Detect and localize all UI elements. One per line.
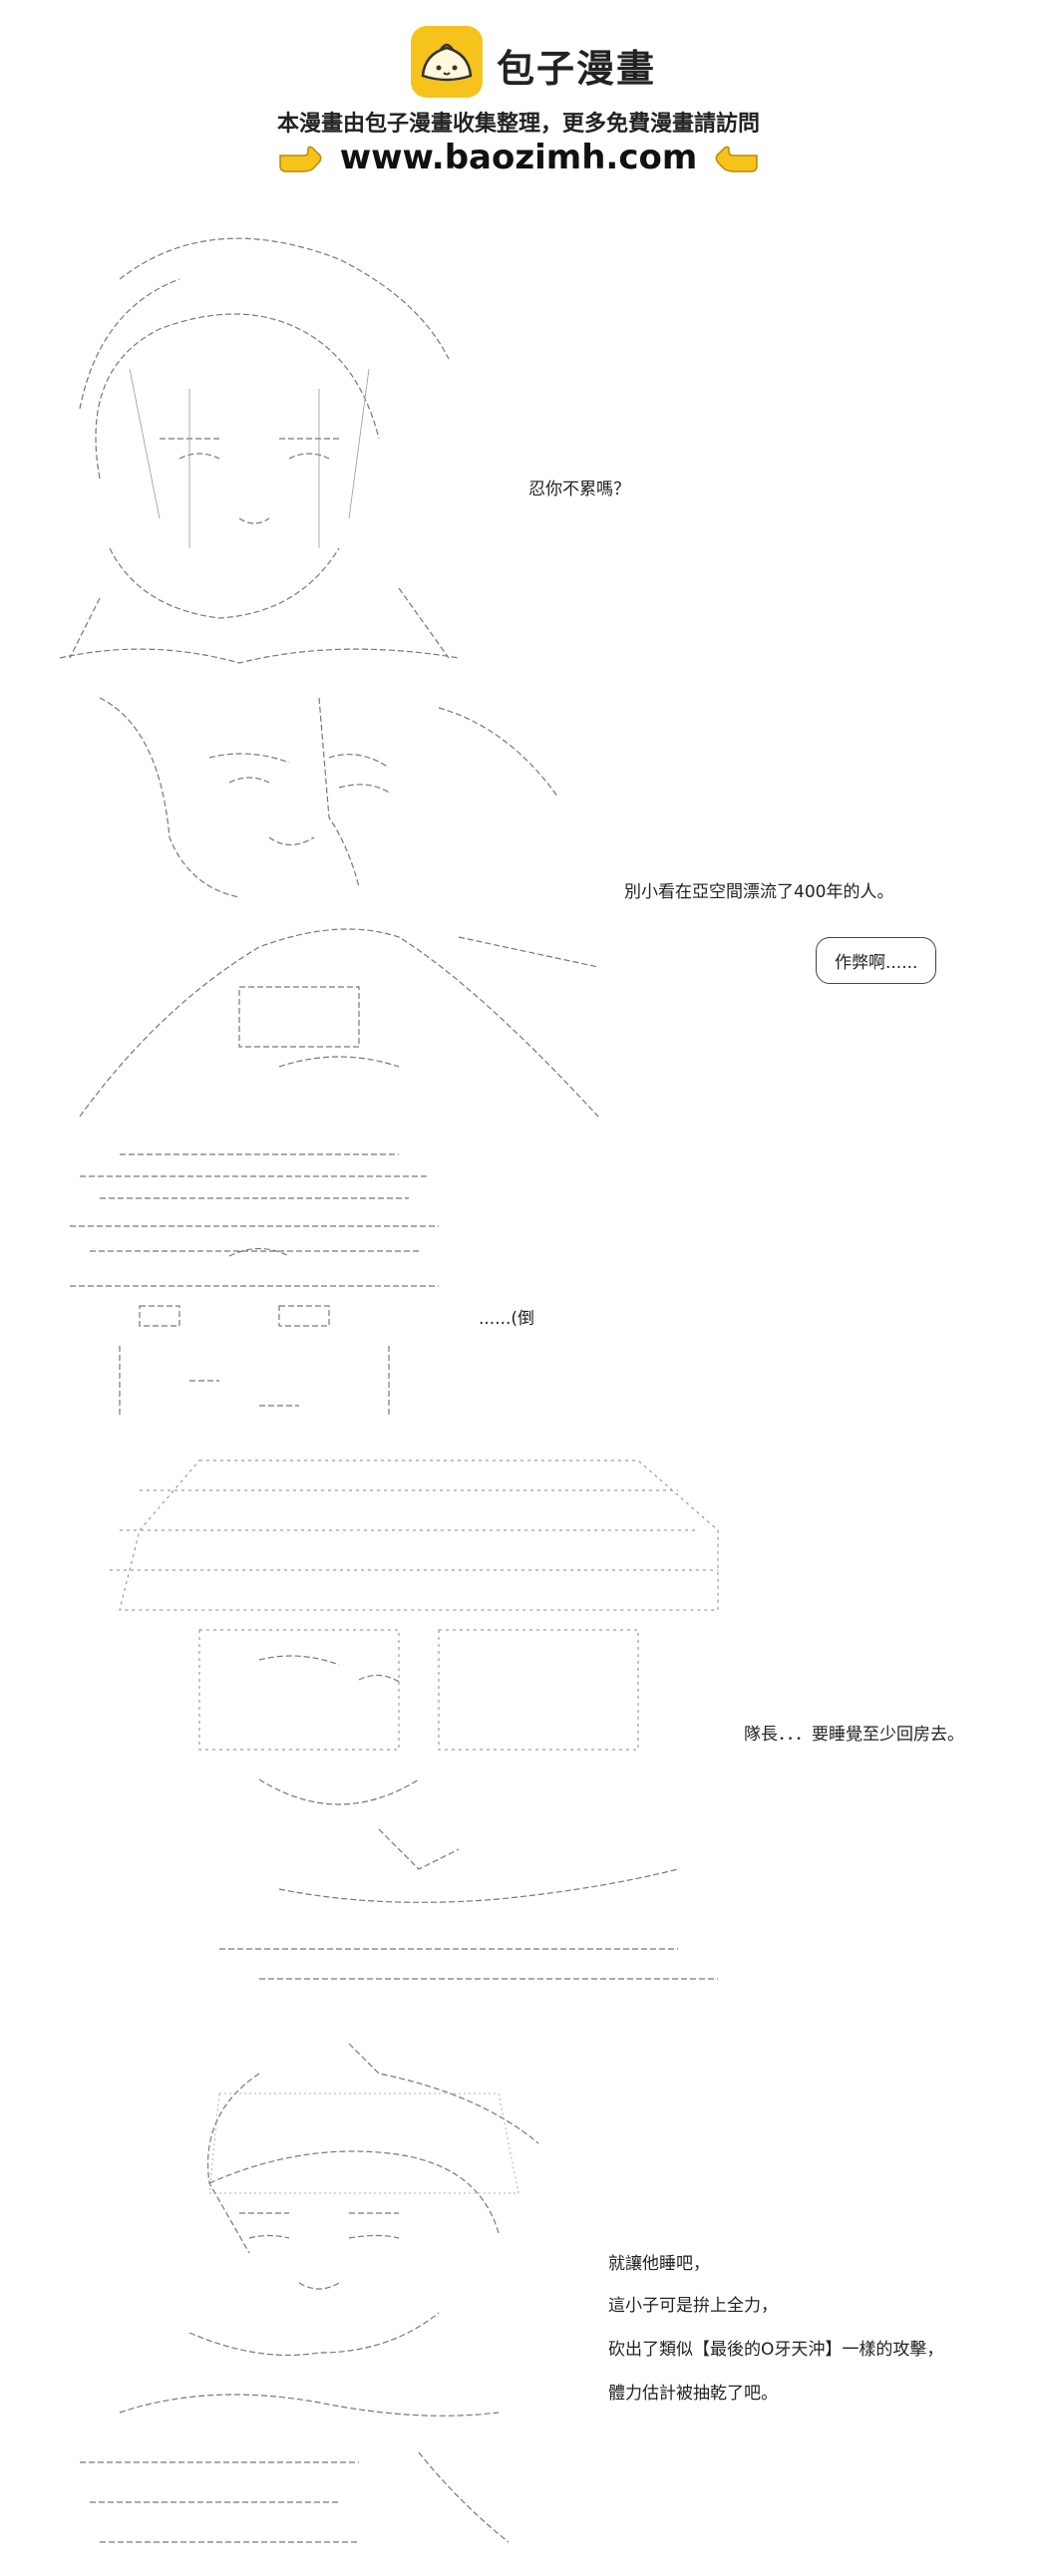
comic-panel-3: ......(倒 bbox=[0, 1136, 1037, 1436]
dialogue-line: 體力估計被抽乾了吧。 bbox=[608, 2384, 778, 2404]
brand-name: 包子漫畫 bbox=[497, 47, 657, 91]
url-row: www.baozimh.com bbox=[0, 136, 1037, 179]
speech-bubble: 作弊啊...... bbox=[816, 937, 937, 984]
bun-face-icon bbox=[411, 26, 483, 98]
site-header: 包子漫畫 本漫畫由包子漫畫收集整理，更多免費漫畫請訪問 www.baozimh.… bbox=[0, 0, 1037, 189]
comic-panel-2: 別小看在亞空間漂流了400年的人。 作弊啊...... bbox=[0, 688, 1037, 1127]
comic-panel-5: 就讓他睡吧， 這小子可是拚上全力， 砍出了類似【最後的Ο牙天沖】一樣的攻擊， 體… bbox=[0, 2024, 1037, 2576]
pointing-hand-icon bbox=[278, 146, 322, 172]
dialogue-line: 隊長．．．要睡覺至少回房去。 bbox=[744, 1725, 964, 1745]
dialogue-line: 這小子可是拚上全力， bbox=[608, 2296, 778, 2316]
ascii-art-character bbox=[60, 1146, 459, 1436]
dialogue-line: 就讓他睡吧， bbox=[608, 2254, 710, 2274]
ascii-art-character bbox=[40, 219, 479, 678]
ascii-art-character bbox=[40, 688, 658, 1127]
comic-panel-1: 忍你不累嗎？ bbox=[0, 199, 1037, 678]
dialogue-line: 砍出了類似【最後的Ο牙天沖】一樣的攻擊， bbox=[608, 2340, 944, 2360]
site-tagline: 本漫畫由包子漫畫收集整理，更多免費漫畫請訪問 bbox=[276, 112, 760, 137]
site-url-link[interactable]: www.baozimh.com bbox=[339, 138, 698, 177]
ascii-art-character bbox=[60, 2034, 578, 2572]
dialogue-line: ......(倒 bbox=[479, 1309, 535, 1329]
comic-panel-4: 隊長．．．要睡覺至少回房去。 bbox=[0, 1450, 1037, 2009]
dialogue-line: 別小看在亞空間漂流了400年的人。 bbox=[624, 882, 894, 902]
pointing-hand-icon bbox=[715, 146, 759, 172]
dialogue-line: 忍你不累嗎？ bbox=[528, 480, 630, 499]
ascii-art-character bbox=[80, 1450, 758, 2009]
